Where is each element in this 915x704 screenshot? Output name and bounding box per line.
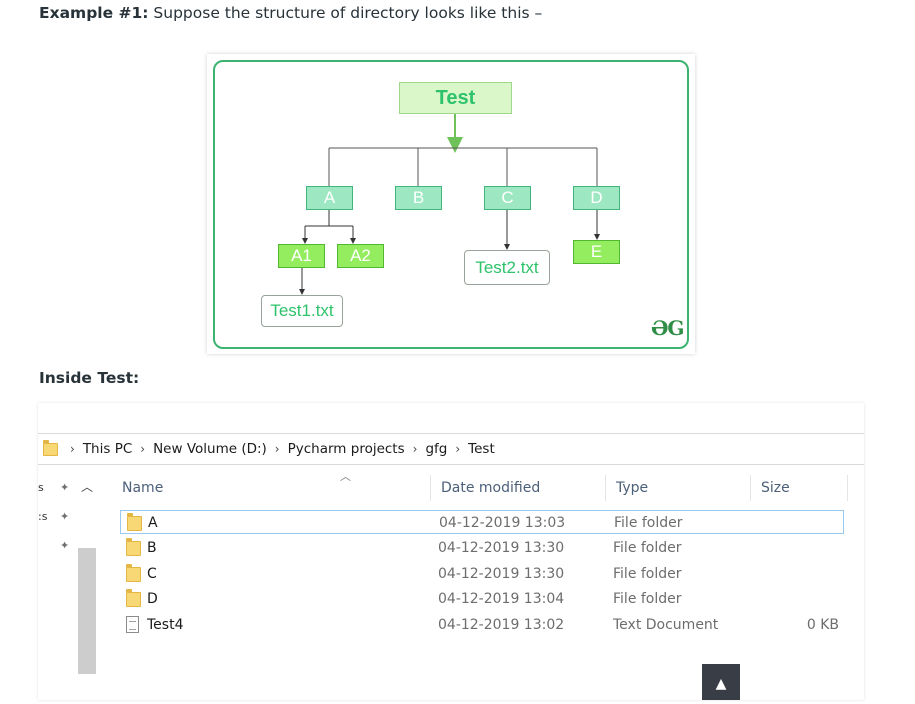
folder-icon xyxy=(126,538,141,556)
file-row-c[interactable]: C 04-12-2019 13:30 File folder xyxy=(120,562,844,586)
folder-icon xyxy=(126,589,141,607)
node-a1: A1 xyxy=(278,244,325,268)
gfg-logo: ƏG xyxy=(651,316,685,340)
pin-icon[interactable]: ✦ xyxy=(60,539,70,552)
diagram-connectors xyxy=(299,114,600,295)
folder-icon xyxy=(127,513,142,531)
file-date: 04-12-2019 13:30 xyxy=(438,566,565,582)
sort-caret-icon: ︿ xyxy=(340,470,351,483)
intro-bold: Example #1: xyxy=(39,4,149,22)
breadcrumb-this-pc[interactable]: This PC xyxy=(82,441,133,457)
file-date: 04-12-2019 13:03 xyxy=(439,515,566,531)
diagram-frame xyxy=(213,60,689,349)
file-row-d[interactable]: D 04-12-2019 13:04 File folder xyxy=(120,587,844,611)
column-header-type[interactable]: Type xyxy=(605,475,750,501)
node-b: B xyxy=(395,186,442,210)
file-type: File folder xyxy=(613,591,682,607)
file-date: 04-12-2019 13:04 xyxy=(438,591,565,607)
nav-item-fragment[interactable]: s xyxy=(38,481,44,494)
file-row-a[interactable]: A 04-12-2019 13:03 File folder xyxy=(120,510,844,534)
file-row-test4[interactable]: Test4 04-12-2019 13:02 Text Document 0 K… xyxy=(120,613,844,637)
column-headers: ︿ Name Date modified Type Size xyxy=(110,470,850,501)
file-name: A xyxy=(148,515,158,531)
chevron-right-icon: › xyxy=(412,442,418,456)
node-test1-txt: Test1.txt xyxy=(261,295,343,327)
file-name: C xyxy=(147,566,157,582)
file-name: Test4 xyxy=(147,617,184,633)
file-name: D xyxy=(147,591,158,607)
file-name: B xyxy=(147,540,157,556)
text-file-icon xyxy=(126,616,139,633)
intro-paragraph: Example #1: Suppose the structure of dir… xyxy=(39,4,542,22)
breadcrumb-pycharm-projects[interactable]: Pycharm projects xyxy=(287,441,405,457)
chevron-right-icon: › xyxy=(274,442,280,456)
file-type: File folder xyxy=(614,515,683,531)
pin-icon[interactable]: ✦ xyxy=(60,481,70,494)
breadcrumb-new-volume[interactable]: New Volume (D:) xyxy=(153,441,267,457)
node-test2-txt: Test2.txt xyxy=(464,250,550,285)
address-bar[interactable]: › This PC › New Volume (D:) › Pycharm pr… xyxy=(38,433,864,465)
node-c: C xyxy=(484,186,531,210)
folder-icon xyxy=(126,564,141,582)
chevron-right-icon: › xyxy=(70,442,75,456)
inside-test-heading: Inside Test: xyxy=(39,369,140,387)
directory-diagram: Test A B C D A1 A2 E Test1.txt Test2.txt… xyxy=(207,54,695,354)
column-header-size[interactable]: Size xyxy=(750,475,848,501)
breadcrumb-test[interactable]: Test xyxy=(468,441,495,457)
scroll-up-icon[interactable]: ︿ xyxy=(81,480,94,494)
breadcrumb-gfg[interactable]: gfg xyxy=(425,441,448,457)
scroll-to-top-button[interactable]: ▲ xyxy=(702,664,740,700)
folder-icon xyxy=(43,439,58,456)
file-date: 04-12-2019 13:02 xyxy=(438,617,565,633)
file-type: File folder xyxy=(613,540,682,556)
nav-scrollbar[interactable] xyxy=(78,548,96,674)
navigation-pane: s :s ✦ ✦ ✦ ︿ xyxy=(38,469,98,674)
intro-text: Suppose the structure of directory looks… xyxy=(153,4,543,22)
file-row-b[interactable]: B 04-12-2019 13:30 File folder xyxy=(120,536,844,560)
node-d: D xyxy=(573,186,620,210)
file-type: Text Document xyxy=(613,617,719,633)
node-a2: A2 xyxy=(337,244,384,268)
column-header-name[interactable]: Name xyxy=(122,480,164,496)
file-explorer-window: › This PC › New Volume (D:) › Pycharm pr… xyxy=(38,403,864,700)
chevron-right-icon: › xyxy=(455,442,461,456)
node-a: A xyxy=(306,186,353,210)
chevron-right-icon: › xyxy=(140,442,146,456)
column-header-date[interactable]: Date modified xyxy=(430,475,605,501)
file-size: 0 KB xyxy=(806,617,839,633)
arrow-up-icon: ▲ xyxy=(715,676,727,692)
file-date: 04-12-2019 13:30 xyxy=(438,540,565,556)
file-type: File folder xyxy=(613,566,682,582)
pin-icon[interactable]: ✦ xyxy=(60,510,70,523)
nav-item-fragment[interactable]: :s xyxy=(38,510,48,523)
node-test: Test xyxy=(399,82,512,114)
node-e: E xyxy=(573,240,620,264)
